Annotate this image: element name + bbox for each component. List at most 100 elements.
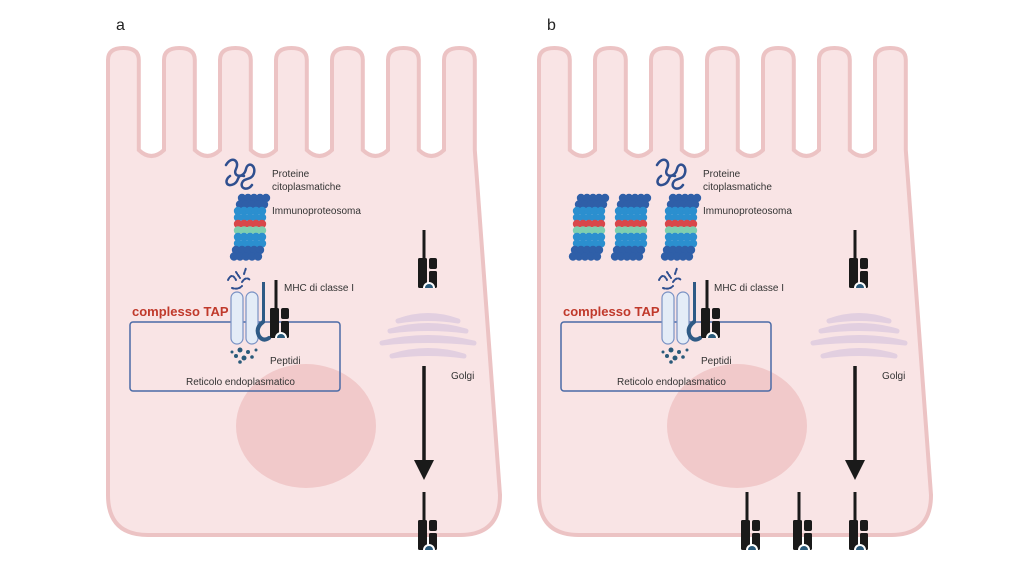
panel-letter: b xyxy=(547,17,556,34)
bound-peptide xyxy=(425,546,433,550)
peptide-dot xyxy=(668,347,674,353)
mhc-alpha-chain xyxy=(741,520,750,550)
cell-membrane xyxy=(106,45,503,537)
tapasin-hook xyxy=(686,320,702,342)
peptide-dot xyxy=(230,350,234,354)
label-immunoproteasome: Immunoproteosoma xyxy=(703,206,792,217)
label-peptides: Peptidi xyxy=(270,356,301,367)
peptide-dot xyxy=(254,348,258,352)
tapasin-stalk xyxy=(693,282,696,322)
bound-peptide xyxy=(748,546,756,550)
proteasome-unit xyxy=(660,193,702,261)
golgi-cisterna xyxy=(826,313,892,324)
peptide-fragments-icon xyxy=(227,267,258,364)
bound-peptide xyxy=(856,284,864,288)
mhc-alpha-chain xyxy=(418,258,427,288)
mhc-alpha-chain xyxy=(793,520,802,550)
mhc-beta2m xyxy=(281,308,289,319)
immunoproteasome-icon xyxy=(229,193,271,261)
mhc-alpha-chain xyxy=(270,308,279,338)
mhc-stalk xyxy=(274,280,278,310)
peptide-dot xyxy=(672,355,678,361)
mhc-stalk xyxy=(745,492,749,522)
mhc-beta2m xyxy=(860,258,868,269)
label-proteins-1: Proteine xyxy=(703,169,741,180)
golgi-cisterna xyxy=(387,323,469,334)
mhc-alpha-chain xyxy=(849,520,858,550)
tap1-subunit xyxy=(661,291,675,345)
bound-peptide xyxy=(425,284,433,288)
arrow-head xyxy=(414,460,434,480)
peptide-dot xyxy=(246,350,250,354)
peptide-fragments-icon xyxy=(658,267,689,364)
tap-transporter-icon xyxy=(661,291,690,345)
nucleus-shape xyxy=(236,364,376,488)
transport-arrow-icon xyxy=(845,366,865,480)
panel-letter: a xyxy=(116,17,125,34)
surface-mhc-molecule xyxy=(741,492,760,550)
surface-mhc-molecule xyxy=(793,492,812,550)
tap1-subunit xyxy=(230,291,244,345)
label-er: Reticolo endoplasmatico xyxy=(186,377,295,388)
tap-transporter-icon xyxy=(230,291,259,345)
mhc-alpha-chain xyxy=(418,520,427,550)
cell-body xyxy=(537,45,934,537)
label-tap-complex: complesso TAP xyxy=(132,304,229,319)
label-proteins-1: Proteine xyxy=(272,169,310,180)
mhc-loading-icon xyxy=(255,280,289,342)
golgi-cisterna xyxy=(379,335,477,346)
tapasin-stalk xyxy=(262,282,265,322)
mhc-beta2m xyxy=(429,258,437,269)
proteasome-unit xyxy=(229,193,271,261)
mhc-in-transit xyxy=(418,230,437,288)
mhc-transit-icon xyxy=(849,230,868,288)
peptide-dot xyxy=(681,355,685,359)
cytoplasmic-protein-icon xyxy=(655,158,687,190)
mhc-loading-icon xyxy=(686,280,720,342)
label-peptides: Peptidi xyxy=(701,356,732,367)
fragment-strands xyxy=(227,267,251,290)
tap2-subunit xyxy=(245,291,259,345)
peptide-dot xyxy=(250,355,254,359)
mhc-beta2m xyxy=(712,308,720,319)
protein-coil xyxy=(655,158,687,190)
mhc-loading-complex xyxy=(701,280,720,338)
cell-membrane xyxy=(537,45,934,537)
panel-b: b Proteine citoplasmatiche Immunoproteos… xyxy=(537,17,934,550)
tapasin-hook xyxy=(255,320,271,342)
bound-peptide xyxy=(800,546,808,550)
mhc-transit-icon xyxy=(418,230,437,288)
peptide-dot xyxy=(661,350,665,354)
peptide-dot xyxy=(669,360,673,364)
arrow-head xyxy=(845,460,865,480)
peptide-dot xyxy=(665,354,669,358)
golgi-icon xyxy=(379,313,477,359)
peptide-dot xyxy=(241,355,247,361)
surface-mhc-icons xyxy=(418,492,437,550)
label-mhc: MHC di classe I xyxy=(714,283,784,294)
mhc-stalk xyxy=(422,492,426,522)
golgi-cisterna xyxy=(818,323,900,334)
label-er: Reticolo endoplasmatico xyxy=(617,377,726,388)
bound-peptide xyxy=(856,546,864,550)
bound-peptide xyxy=(277,334,285,338)
mhc-stalk xyxy=(853,230,857,260)
bound-peptide xyxy=(708,334,716,338)
mhc-beta2m xyxy=(429,520,437,531)
mhc-alpha-chain xyxy=(701,308,710,338)
nucleus-shape xyxy=(667,364,807,488)
mhc-loading-complex xyxy=(270,280,289,338)
mhc-stalk xyxy=(705,280,709,310)
proteasome-unit xyxy=(610,193,652,261)
mhc-alpha-chain xyxy=(849,258,858,288)
mhc-stalk xyxy=(422,230,426,260)
mhc-beta2m xyxy=(804,520,812,531)
golgi-cisterna xyxy=(820,348,898,359)
immunoproteasome-icon xyxy=(568,193,702,261)
label-golgi: Golgi xyxy=(882,371,905,382)
peptide-dot xyxy=(677,350,681,354)
cell-body xyxy=(106,45,503,537)
surface-mhc-molecule xyxy=(849,492,868,550)
mhc-stalk xyxy=(853,492,857,522)
